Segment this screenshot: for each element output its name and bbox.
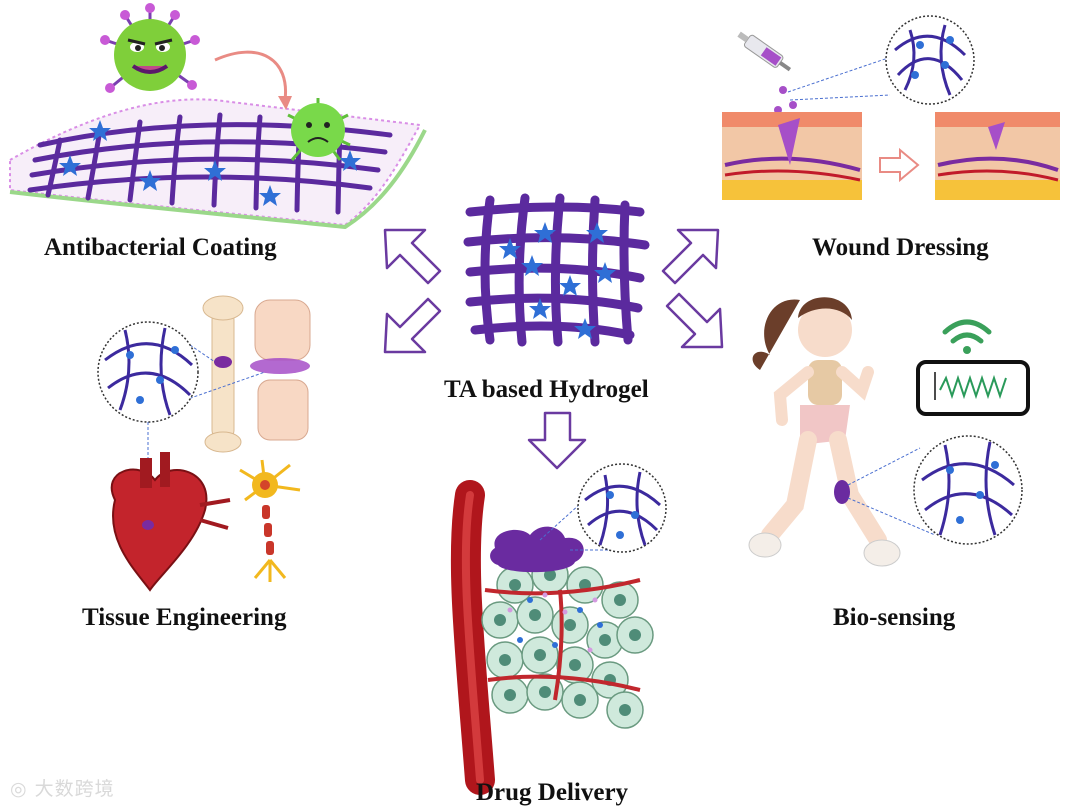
hydrogel-network <box>463 193 650 347</box>
virus-icon <box>100 3 200 93</box>
watermark: ◎ 大数跨境 <box>10 774 115 801</box>
antibacterial-illustration <box>9 3 427 230</box>
wound-dressing-illustration <box>722 15 1060 200</box>
wifi-icon <box>942 319 992 344</box>
knee-icon <box>250 299 311 441</box>
drug-delivery-illustration <box>450 463 667 795</box>
syringe-icon <box>737 31 792 72</box>
bone-icon <box>202 295 244 453</box>
biosensing-illustration <box>748 297 1030 567</box>
neuron-icon <box>239 459 301 582</box>
label-antibacterial-coating: Antibacterial Coating <box>44 234 277 261</box>
label-drug-delivery: Drug Delivery <box>476 779 629 806</box>
label-ta-based-hydrogel: TA based Hydrogel <box>444 376 649 403</box>
direction-arrows <box>383 228 724 470</box>
label-tissue-engineering: Tissue Engineering <box>82 604 287 631</box>
tissue-engineering-illustration <box>97 295 311 592</box>
arrow-up-left-icon <box>383 228 442 285</box>
arrow-down-right-icon <box>665 292 724 349</box>
watermark-text: 大数跨境 <box>34 778 115 800</box>
label-bio-sensing: Bio-sensing <box>833 604 956 631</box>
phone-icon <box>916 360 1030 416</box>
sad-virus-icon <box>287 98 351 161</box>
arrow-down-icon <box>527 411 587 470</box>
watermark-logo-icon: ◎ <box>10 778 35 800</box>
arrow-down-left-icon <box>383 297 442 354</box>
arrow-up-right-icon <box>661 228 720 285</box>
label-wound-dressing: Wound Dressing <box>812 234 989 261</box>
runner-figure <box>748 297 901 567</box>
heart-icon <box>110 452 231 592</box>
